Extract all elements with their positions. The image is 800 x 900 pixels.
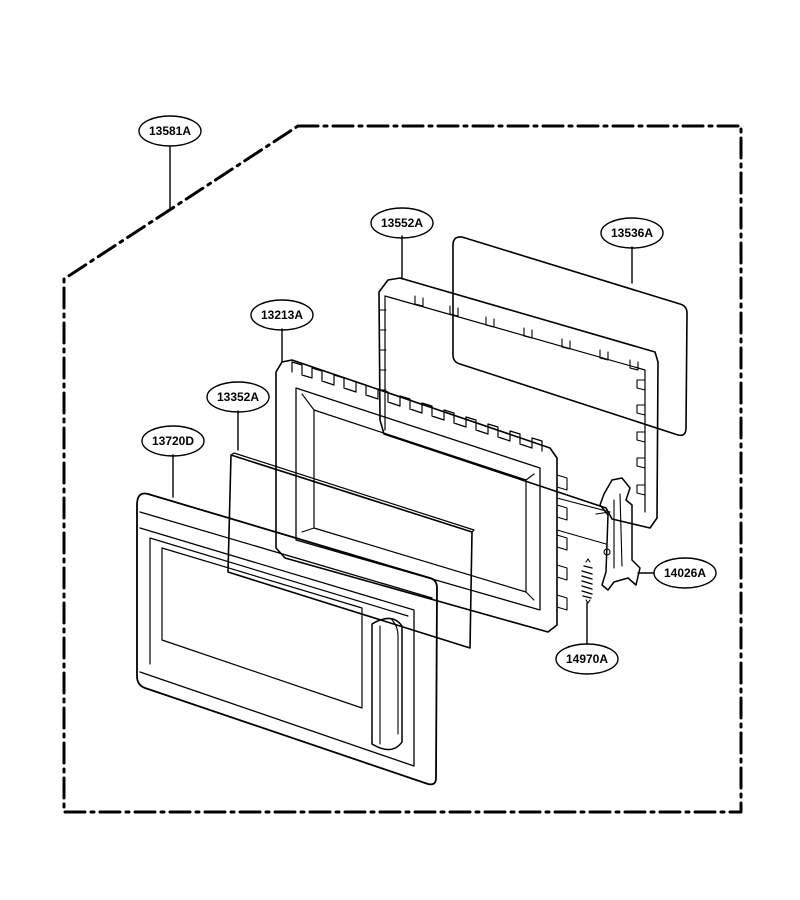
assembly-boundary (62, 124, 743, 814)
callout-13581A: 13581A (138, 115, 202, 147)
callout-label: 13213A (261, 308, 303, 322)
leader-lines (169, 145, 655, 645)
callout-label: 14026A (664, 566, 706, 580)
callout-label: 14970A (566, 652, 608, 666)
callout-13552A: 13552A (370, 207, 434, 239)
callout-14970A: 14970A (555, 643, 619, 675)
callout-label: 13536A (611, 226, 653, 240)
choke-frame-13552A (378, 277, 659, 529)
callout-13352A: 13352A (206, 381, 270, 413)
callout-13536A: 13536A (600, 217, 664, 249)
callout-label: 13352A (217, 390, 259, 404)
callout-13720D: 13720D (141, 425, 205, 457)
screen-13352A (227, 452, 475, 649)
callout-label: 13552A (381, 216, 423, 230)
callout-label: 13581A (149, 124, 191, 138)
latch-hook-14026A (599, 477, 641, 591)
door-cover-13720D (136, 492, 438, 786)
spring-14970A (581, 558, 593, 604)
callout-label: 13720D (152, 434, 194, 448)
sheet-13536A (452, 236, 688, 437)
door-frame-13213A (275, 359, 611, 633)
callout-13213A: 13213A (250, 299, 314, 331)
callout-14026A: 14026A (653, 557, 717, 589)
